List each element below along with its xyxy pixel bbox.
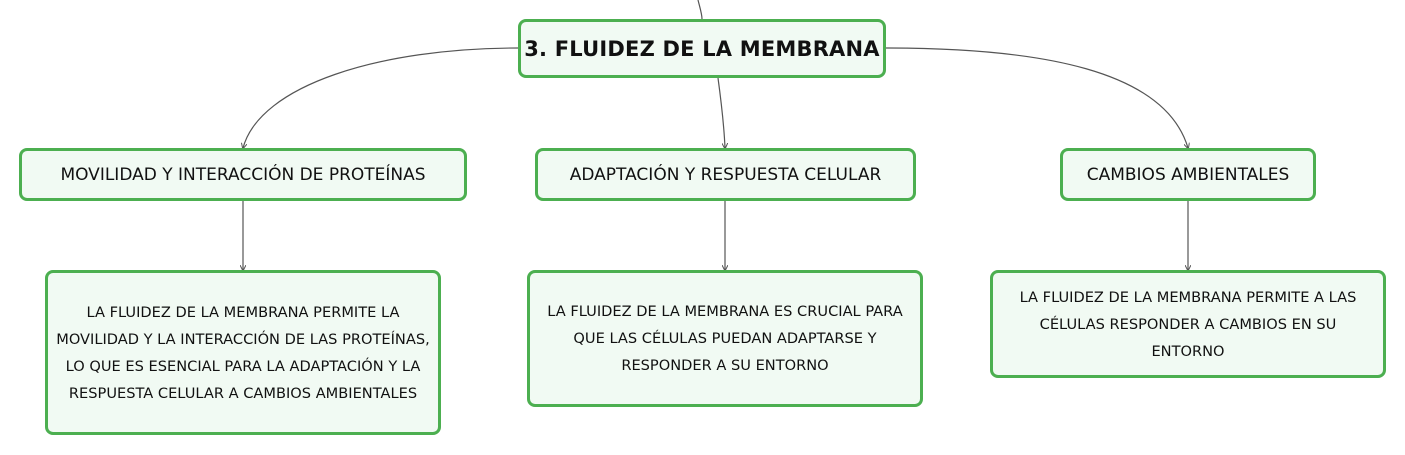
topic-node-label: CAMBIOS AMBIENTALES: [1086, 164, 1290, 185]
detail-node-text: LA FLUIDEZ DE LA MEMBRANA ES CRUCIAL PAR…: [547, 303, 903, 374]
detail-node-proteins[interactable]: LA FLUIDEZ DE LA MEMBRANA PERMITE LA MOV…: [45, 270, 441, 435]
connector-root-topic-3: [885, 47, 1188, 148]
detail-node-text: LA FLUIDEZ DE LA MEMBRANA PERMITE A LAS …: [1019, 288, 1357, 360]
topic-node-label: MOVILIDAD Y INTERACCIÓN DE PROTEÍNAS: [60, 164, 426, 185]
topic-node-adaptation[interactable]: ADAPTACIÓN Y RESPUESTA CELULAR: [535, 148, 916, 201]
detail-node-adaptation[interactable]: LA FLUIDEZ DE LA MEMBRANA ES CRUCIAL PAR…: [527, 270, 923, 407]
topic-node-label: ADAPTACIÓN Y RESPUESTA CELULAR: [569, 164, 882, 185]
detail-node-environment[interactable]: LA FLUIDEZ DE LA MEMBRANA PERMITE A LAS …: [990, 270, 1386, 378]
root-node-label: 3. FLUIDEZ DE LA MEMBRANA: [524, 36, 880, 61]
topic-node-proteins[interactable]: MOVILIDAD Y INTERACCIÓN DE PROTEÍNAS: [19, 148, 467, 201]
root-node[interactable]: 3. FLUIDEZ DE LA MEMBRANA: [518, 19, 886, 78]
detail-node-text: LA FLUIDEZ DE LA MEMBRANA PERMITE LA MOV…: [56, 303, 430, 402]
connector-root-topic-2: [717, 77, 725, 148]
connector-parent-root: [697, 0, 703, 20]
topic-node-environment[interactable]: CAMBIOS AMBIENTALES: [1060, 148, 1316, 201]
connector-root-topic-1: [243, 47, 519, 148]
